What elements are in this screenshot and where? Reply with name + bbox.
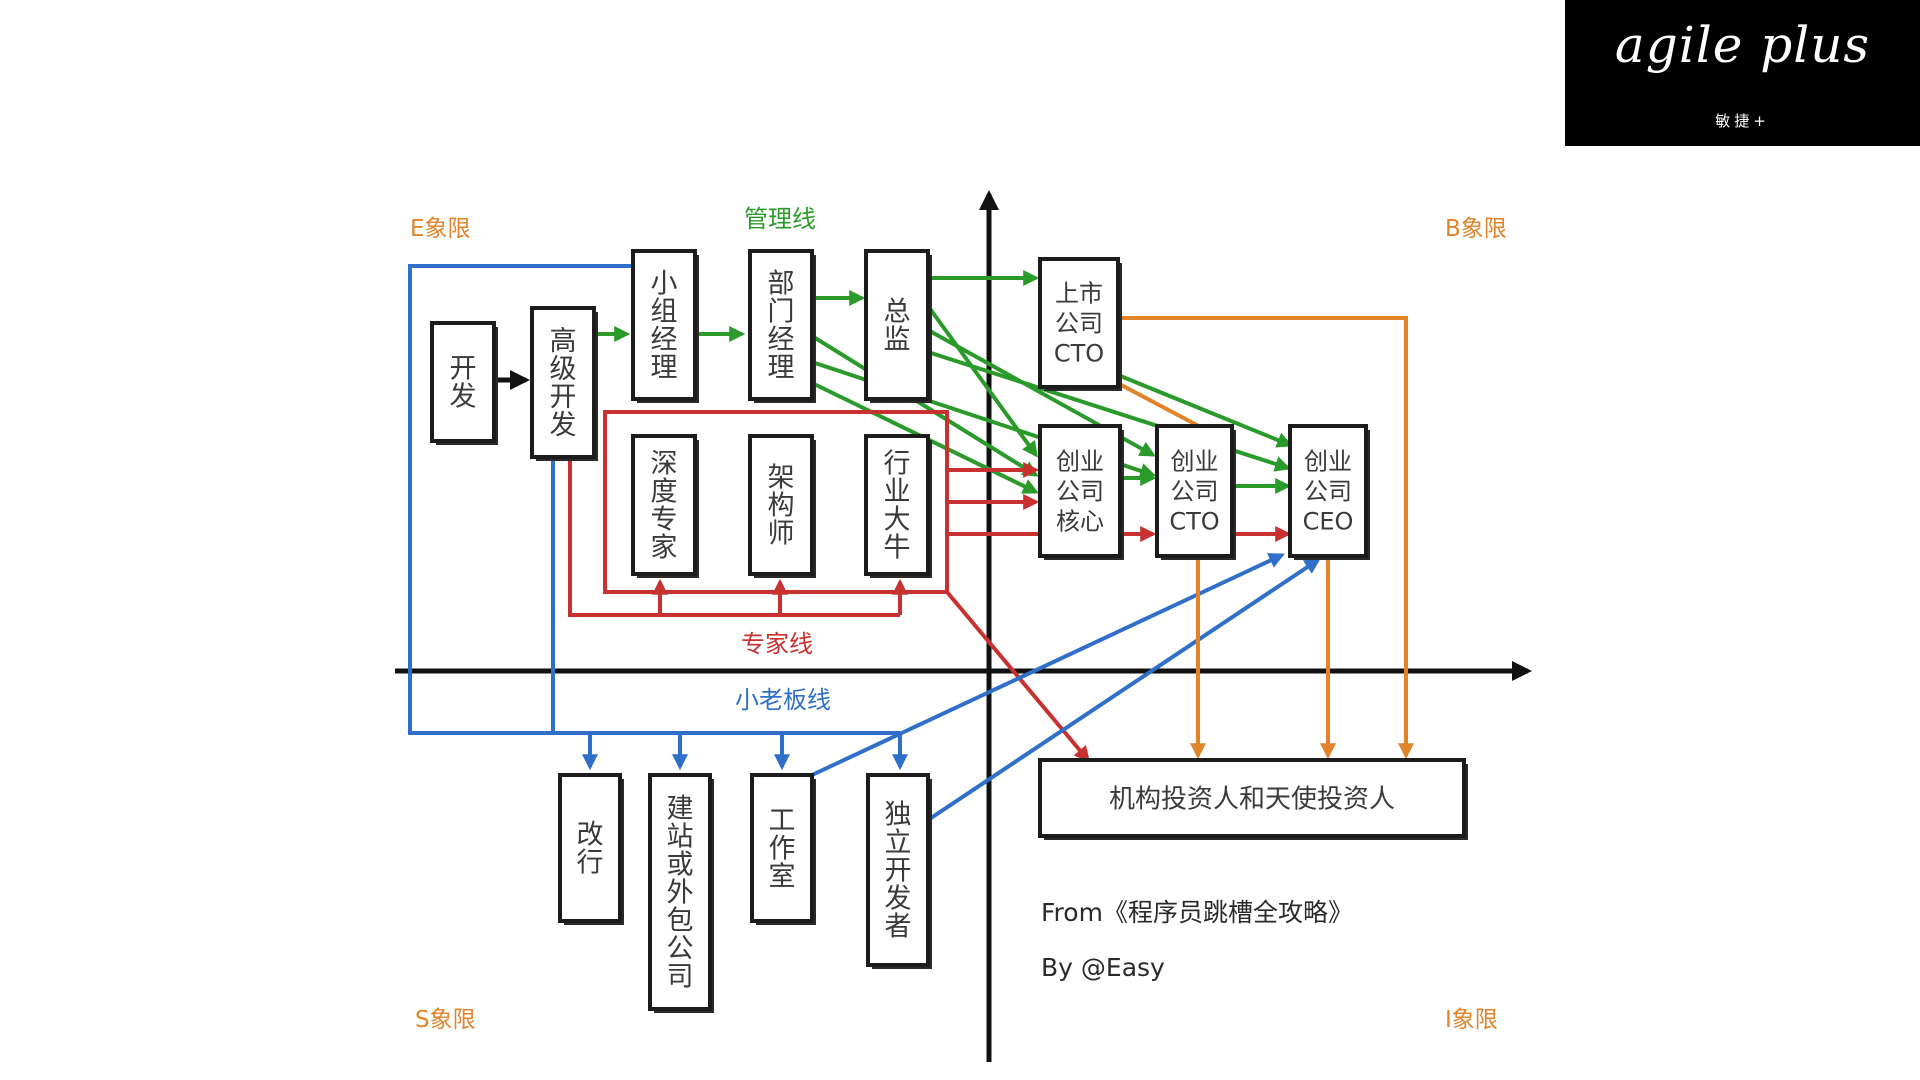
- box-career-change: 改行: [558, 773, 624, 925]
- quadrant-b-label: B象限: [1445, 216, 1507, 242]
- quadrant-labels: E象限 B象限 S象限 I象限: [410, 216, 1507, 1033]
- box-dev: 开发: [430, 321, 498, 445]
- boss-line-label: 小老板线: [735, 686, 831, 714]
- box-startup-core: 创业公司核心: [1038, 424, 1124, 560]
- box-label: 高级开发: [550, 326, 577, 441]
- box-frame: [864, 249, 930, 401]
- box-label: 架构师: [768, 463, 795, 550]
- box-label: 建站或外包公司: [667, 794, 694, 993]
- quadrant-e-label: E象限: [410, 216, 471, 242]
- box-frame: [648, 773, 712, 1011]
- box-label: 独立开发者: [885, 800, 912, 943]
- box-frame: [748, 434, 814, 576]
- expert-line-label: 专家线: [741, 630, 813, 658]
- logo-wordmark: agile plus: [1614, 16, 1871, 74]
- source-from: From《程序员跳槽全攻略》: [1041, 898, 1353, 927]
- box-frame: [631, 434, 697, 576]
- box-label: 部门经理: [768, 269, 795, 384]
- box-investor: 机构投资人和天使投资人: [1038, 758, 1468, 840]
- arrow-studio-to-startup-cto: [811, 553, 1285, 777]
- quadrant-s-label: S象限: [415, 1007, 476, 1033]
- box-label: 小组经理: [651, 269, 678, 384]
- source-by: By @Easy: [1041, 953, 1165, 982]
- box-frame: [864, 434, 930, 576]
- arrow-startup-cto-to-public-cto: [1105, 376, 1211, 434]
- box-team-mgr: 小组经理: [631, 249, 699, 403]
- investor-arrows: [1105, 316, 1414, 760]
- public-cto-to-investor: [1118, 316, 1414, 760]
- box-label: 机构投资人和天使投资人: [1109, 784, 1395, 814]
- expert-arrows: [568, 410, 1292, 763]
- arrow-public-cto-to-ceo: [1117, 373, 1293, 448]
- box-label: 创业公司核心: [1056, 448, 1104, 536]
- arrow-dept-to-startup-core: [810, 334, 1039, 477]
- arrow-expert-to-investor: [945, 590, 1091, 763]
- box-label: 深度专家: [651, 449, 678, 564]
- box-label: 总监: [884, 297, 911, 356]
- axes: [395, 190, 1532, 1062]
- box-frame: [530, 306, 596, 459]
- box-dept-mgr: 部门经理: [748, 249, 816, 403]
- boss-arrows: [408, 264, 1321, 822]
- box-frame: [1288, 424, 1368, 558]
- box-label: 行业大牛: [884, 449, 911, 564]
- expert-base-line: [568, 457, 900, 617]
- box-frame: [558, 773, 622, 923]
- box-architect: 架构师: [748, 434, 816, 578]
- quadrant-i-label: I象限: [1445, 1007, 1498, 1033]
- box-studio: 工作室: [750, 773, 816, 925]
- arrow-indie-to-ceo: [926, 558, 1321, 822]
- boss-outer-loop: [408, 264, 900, 735]
- box-frame: [1038, 758, 1466, 838]
- management-line-label: 管理线: [744, 205, 816, 233]
- box-frame: [866, 773, 930, 967]
- box-frame: [750, 773, 814, 923]
- box-outsourcing: 建站或外包公司: [648, 773, 714, 1013]
- box-deep-expert: 深度专家: [631, 434, 699, 578]
- box-frame: [748, 249, 814, 401]
- box-industry-star: 行业大牛: [864, 434, 932, 578]
- box-label: 改行: [577, 820, 604, 879]
- box-director: 总监: [864, 249, 932, 403]
- box-senior: 高级开发: [530, 306, 598, 461]
- box-label: 开发: [450, 354, 477, 413]
- box-frame: [430, 321, 496, 443]
- box-frame: [1038, 257, 1120, 389]
- box-indie-dev: 独立开发者: [866, 773, 932, 969]
- box-label: 工作室: [769, 806, 796, 893]
- box-frame: [631, 249, 697, 401]
- box-frame: [1038, 424, 1122, 558]
- logo-subtitle: 敏捷+: [1715, 112, 1770, 130]
- box-frame: [1155, 424, 1234, 558]
- agile-plus-logo: agile plus 敏捷+: [1565, 0, 1920, 146]
